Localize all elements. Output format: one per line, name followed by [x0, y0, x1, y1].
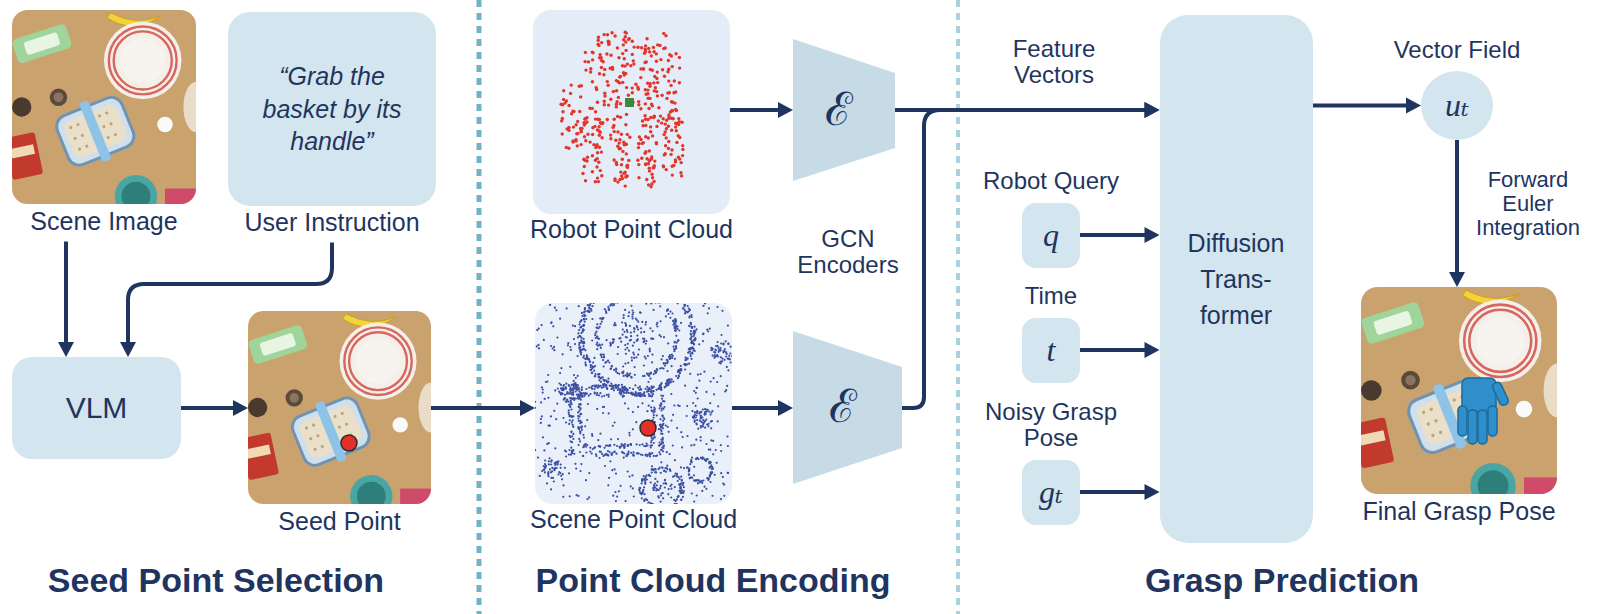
vlm-box: VLM	[12, 357, 181, 459]
section-divider	[477, 0, 482, 614]
scene-image: Scene Image	[12, 10, 196, 204]
encoder-symbol: ℰ	[825, 84, 853, 137]
arrow-head	[1145, 102, 1160, 118]
robot-hand	[1458, 378, 1510, 444]
image-caption: Seed Point	[210, 508, 470, 536]
time-box: Timet	[1022, 318, 1080, 383]
query-box: Robot Queryq	[1022, 203, 1080, 268]
scene-point-cloud-dots	[535, 303, 732, 504]
flow-arrow	[181, 400, 248, 416]
image-caption: Scene Image	[0, 208, 234, 236]
flow-arrow	[431, 400, 535, 416]
image-caption: Robot Point Cloud	[502, 216, 762, 244]
connector-line	[1080, 490, 1148, 494]
flow-arrow	[58, 242, 74, 358]
edge-note: Feature Vectors	[989, 36, 1119, 89]
box-heading: Vector Field	[1347, 37, 1567, 63]
final-grasp-image: Final Grasp Pose	[1361, 287, 1557, 494]
arrow-head	[1145, 342, 1160, 358]
scene-picture	[4, 10, 208, 218]
scene-point-cloud-image: Scene Point Cloud	[535, 303, 732, 504]
encoder-symbol: ℰ	[829, 381, 857, 434]
arrow-head	[58, 342, 74, 357]
connector-line	[64, 242, 68, 346]
flow-arrow	[1080, 227, 1160, 243]
grasp-pose-box: Noisy Grasp Posegₜ	[1022, 460, 1080, 525]
flow-arrow	[120, 243, 332, 358]
connector-line	[181, 406, 236, 410]
transformer-box: Diffusion Trans- former	[1160, 15, 1313, 543]
section-title: Grasp Prediction	[1062, 562, 1502, 599]
connector-line	[1080, 348, 1148, 352]
connector-line	[730, 108, 781, 112]
robot-marker	[625, 98, 634, 107]
arrow-head	[778, 400, 793, 416]
flow-arrow	[730, 102, 793, 118]
section-title: Point Cloud Encoding	[493, 562, 933, 599]
group-label: GCN Encoders	[783, 226, 913, 279]
robot-point-cloud-dots	[559, 31, 684, 189]
connector-line	[902, 110, 1148, 408]
section-title: Seed Point Selection	[0, 562, 436, 599]
connector-line	[1313, 104, 1410, 108]
box-heading: Noisy Grasp Pose	[971, 399, 1131, 452]
scene-cloud-ground	[535, 303, 732, 504]
arrow-head	[120, 342, 136, 357]
section-divider	[956, 0, 960, 614]
edge-note: Forward Euler Integration	[1472, 168, 1584, 241]
box-heading: Robot Query	[941, 168, 1161, 194]
connector-line	[431, 406, 523, 410]
arrow-head	[1145, 484, 1160, 500]
robot-point-cloud-image: Robot Point Cloud	[533, 10, 730, 214]
arrow-head	[233, 400, 248, 416]
box-text: “Grab the basket by its handle”	[250, 60, 415, 158]
connector-line	[128, 243, 332, 346]
trapezoid-shape	[793, 331, 902, 484]
arrow-head	[1449, 272, 1465, 287]
seed-point-image: Seed Point	[248, 311, 431, 504]
seed-point-dot	[341, 435, 357, 451]
trapezoid-shape	[793, 39, 895, 181]
box-heading: Time	[941, 283, 1161, 309]
box-heading: User Instruction	[202, 209, 462, 237]
arrow-head	[1145, 227, 1160, 243]
encoder-trapezoid: ℰ	[793, 331, 902, 484]
box-text: Diffusion Trans- former	[1174, 225, 1299, 334]
scene-picture	[1353, 287, 1571, 508]
flow-arrow	[1449, 140, 1465, 287]
flow-arrow	[1080, 342, 1160, 358]
connector-line	[732, 406, 781, 410]
math-symbol: uₜ	[1445, 87, 1469, 124]
arrow-head	[1406, 98, 1421, 114]
connector-line	[1080, 233, 1148, 237]
box-text: VLM	[66, 391, 128, 426]
image-caption: Final Grasp Pose	[1329, 498, 1589, 526]
connector-line	[1455, 140, 1459, 275]
flow-arrow	[1313, 98, 1422, 114]
math-symbol: t	[1047, 332, 1056, 369]
flow-arrow	[732, 400, 793, 416]
arrow-head	[1145, 102, 1160, 118]
flow-arrow	[902, 102, 1160, 408]
instruction-box: “Grab the basket by its handle”User Inst…	[228, 12, 436, 206]
scene-picture	[240, 311, 443, 518]
vector-field-circle: Vector Fielduₜ	[1421, 71, 1493, 140]
math-symbol: q	[1043, 217, 1059, 254]
arrow-head	[520, 400, 535, 416]
flow-arrow	[1080, 484, 1160, 500]
encoder-trapezoid: ℰ	[793, 39, 895, 181]
math-symbol: gₜ	[1039, 474, 1063, 511]
robot-cloud-ground	[533, 10, 730, 214]
arrow-head	[778, 102, 793, 118]
image-caption: Scene Point Cloud	[504, 506, 764, 534]
seed-point-dot	[640, 420, 656, 436]
